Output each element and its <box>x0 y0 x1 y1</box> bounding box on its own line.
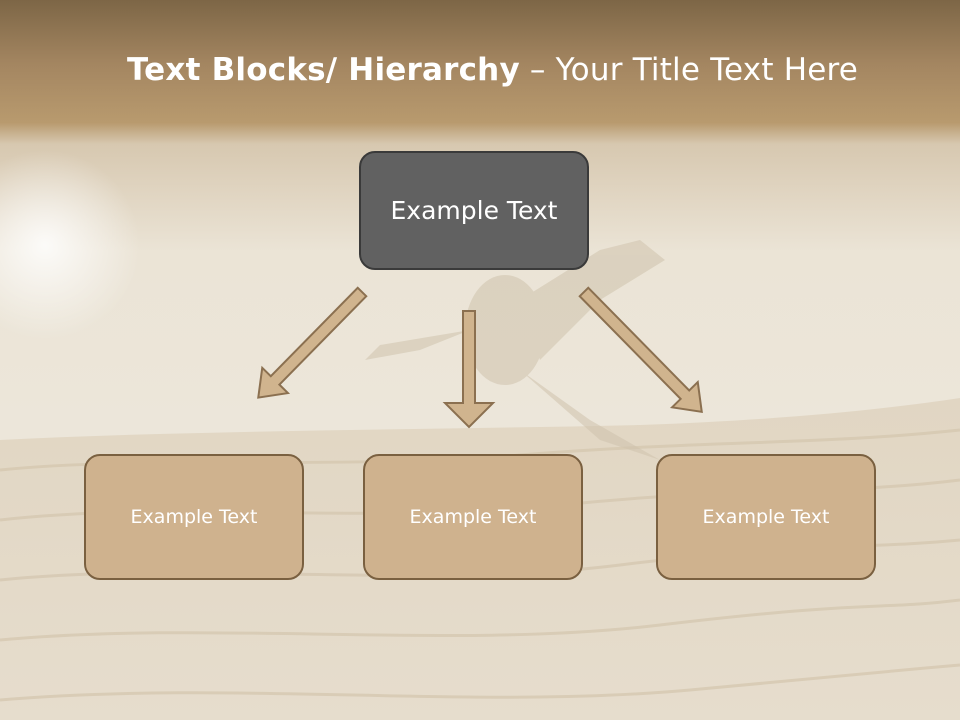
title-rest-part: – Your Title Text Here <box>519 52 859 88</box>
top-node: Example Text <box>359 151 589 270</box>
top-node-label: Example Text <box>390 196 558 225</box>
title-bold-part: Text Blocks/ Hierarchy <box>126 52 520 88</box>
child-node-label: Example Text <box>130 506 258 528</box>
arrow-center <box>442 310 496 429</box>
child-node-right: Example Text <box>656 454 876 580</box>
arrow-left <box>257 286 368 399</box>
child-node-label: Example Text <box>409 506 537 528</box>
arrow-right <box>578 286 703 414</box>
child-node-left: Example Text <box>84 454 304 580</box>
slide-title: Text Blocks/ Hierarchy – Your Title Text… <box>0 52 960 88</box>
child-node-center: Example Text <box>363 454 583 580</box>
child-node-label: Example Text <box>702 506 830 528</box>
